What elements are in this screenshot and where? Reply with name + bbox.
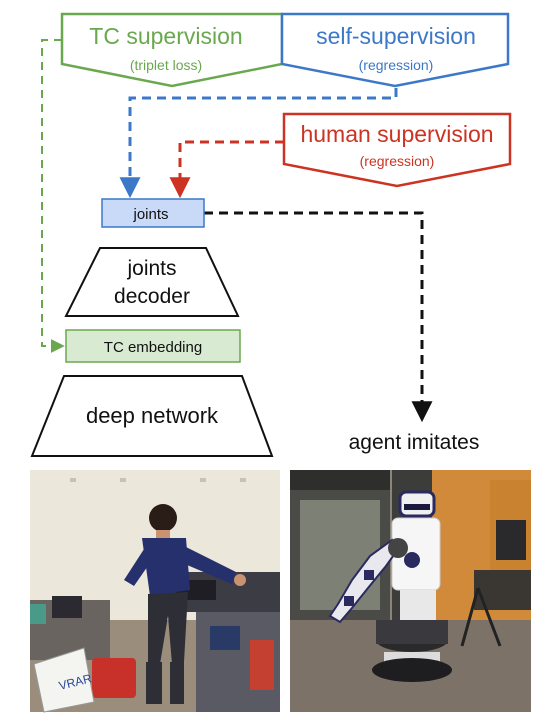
joints-decoder: joints decoder [64,247,240,317]
agent-imitates-arrow [204,211,433,423]
human-supervision-subtitle: (regression) [360,153,435,169]
joints-decoder-line2: decoder [114,285,190,308]
agent-imitates-label: agent imitates [349,431,480,454]
deep-network: deep network [30,375,274,457]
self-supervision-title: self-supervision [316,23,476,49]
tc-embedding-label: TC embedding [104,339,202,356]
robot-photo [290,470,531,712]
tc-supervision-arrow [41,39,65,353]
self-supervision-subtitle: (regression) [359,57,434,73]
human-demo-photo: VRAR [30,470,280,713]
human-supervision-title: human supervision [300,121,493,147]
human-supervision-arrow [169,140,284,199]
joints-label: joints [132,206,168,223]
joints-box: joints [101,198,205,228]
tc-supervision-box: TC supervision (triplet loss) [60,12,284,88]
tc-supervision-subtitle: (triplet loss) [130,57,202,73]
tc-embedding-box: TC embedding [65,329,241,363]
deep-network-label: deep network [86,403,219,428]
human-supervision-box: human supervision (regression) [282,112,512,188]
tc-supervision-title: TC supervision [89,23,242,49]
self-supervision-box: self-supervision (regression) [280,12,510,88]
joints-decoder-line1: joints [126,257,176,280]
self-supervision-arrow [119,88,398,199]
